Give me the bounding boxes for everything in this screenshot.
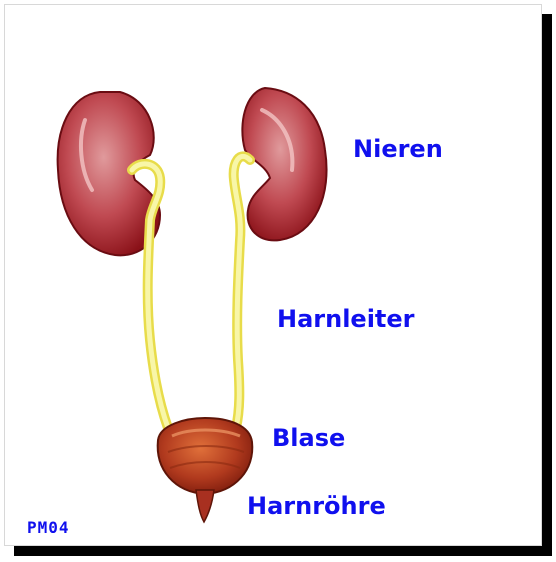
bladder <box>158 418 253 494</box>
label-bladder: Blase <box>272 424 345 452</box>
label-urethra: Harnröhre <box>247 492 386 520</box>
urethra <box>196 490 214 522</box>
label-ureters: Harnleiter <box>277 305 415 333</box>
artist-signature: PM04 <box>27 518 70 537</box>
label-kidneys: Nieren <box>353 135 443 163</box>
right-kidney <box>242 88 326 240</box>
